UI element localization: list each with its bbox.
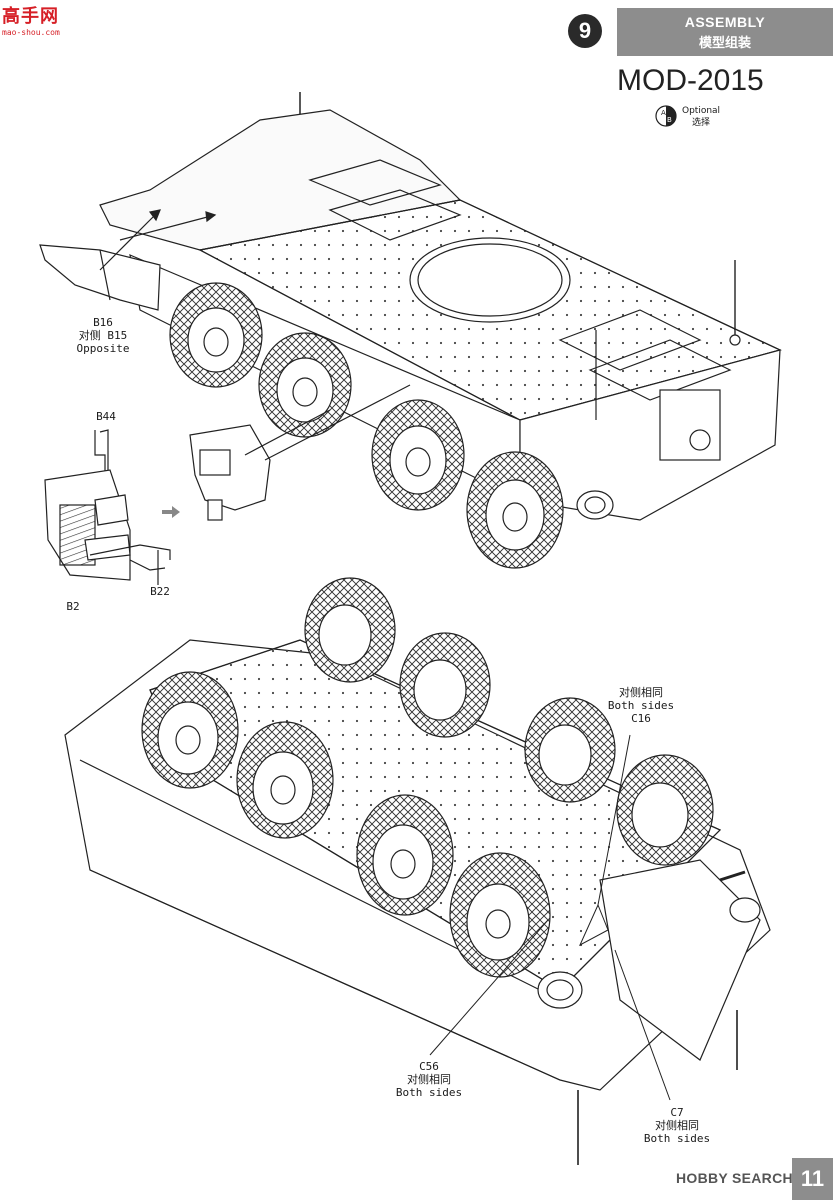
page-number: 11 xyxy=(792,1158,833,1200)
callout-c16-line1: 对侧相同 xyxy=(619,686,663,699)
callout-b16-part: B16 xyxy=(93,316,113,329)
callout-c16-line3: C16 xyxy=(631,712,651,725)
lower-wheel-2 xyxy=(399,632,491,738)
callout-c56-part: C56 xyxy=(419,1060,439,1073)
callout-b16: B16 对侧 B15 Opposite xyxy=(58,316,148,355)
upper-wheel-4 xyxy=(466,451,564,569)
hobby-search-watermark: HOBBY SEARCH xyxy=(676,1170,793,1186)
callout-leaders xyxy=(429,734,671,1101)
callout-c56-line3: Both sides xyxy=(395,1086,463,1099)
lower-wheel-1 xyxy=(304,577,396,683)
callout-c7-part: C7 xyxy=(670,1106,684,1119)
callout-b44: B44 xyxy=(96,410,116,423)
upper-wheel-2 xyxy=(258,332,352,438)
callout-c56: C56 对侧相同 Both sides xyxy=(384,1060,474,1099)
callout-c7: C7 对侧相同 Both sides xyxy=(632,1106,722,1145)
callout-c56-line2: 对侧相同 xyxy=(407,1073,451,1086)
installed-mudguard xyxy=(189,384,411,521)
callout-c16-line2: Both sides xyxy=(607,699,675,712)
upper-wheels xyxy=(169,282,564,569)
callout-b16-line3: Opposite xyxy=(76,342,130,355)
svg-text:A: A xyxy=(661,109,666,117)
lower-wheel-6 xyxy=(236,721,334,839)
lower-wheel-8 xyxy=(449,852,551,978)
logo-text: 高手网 xyxy=(2,6,59,26)
part-b16 xyxy=(39,209,217,311)
step-number-badge: 9 xyxy=(568,14,602,48)
lower-wheel-4 xyxy=(616,754,714,866)
optional-icon: A B xyxy=(655,105,677,127)
assembly-title-en: ASSEMBLY xyxy=(684,14,766,30)
callout-b2: B2 xyxy=(66,600,80,613)
optional-label-zh: 选择 xyxy=(692,118,711,128)
lower-wheels xyxy=(141,577,714,978)
site-logo-watermark: 高手网 mao-shou.com xyxy=(2,2,82,37)
callout-b16-line2: 对侧 B15 xyxy=(78,329,128,342)
part-b2-b44-b22 xyxy=(44,429,180,585)
lower-wheel-7 xyxy=(356,794,454,916)
optional-label-en: Optional xyxy=(682,106,721,116)
lower-wheel-3 xyxy=(524,697,616,803)
svg-text:B: B xyxy=(667,116,672,124)
upper-wheel-1 xyxy=(169,282,263,388)
logo-url: mao-shou.com xyxy=(2,28,60,37)
assembly-title-zh: 模型组装 xyxy=(698,35,751,50)
callout-c7-line2: 对侧相同 xyxy=(655,1119,699,1132)
callout-c7-line3: Both sides xyxy=(643,1132,711,1145)
model-version-title: MOD-2015 xyxy=(617,64,764,97)
callout-b22: B22 xyxy=(150,585,170,598)
upper-wheel-3 xyxy=(371,399,465,511)
optional-label: Optional 选择 xyxy=(682,105,720,129)
callout-c16: 对侧相同 Both sides C16 xyxy=(596,686,686,725)
lower-wheel-5 xyxy=(141,671,239,789)
assembly-header: ASSEMBLY 模型组装 xyxy=(617,8,833,56)
